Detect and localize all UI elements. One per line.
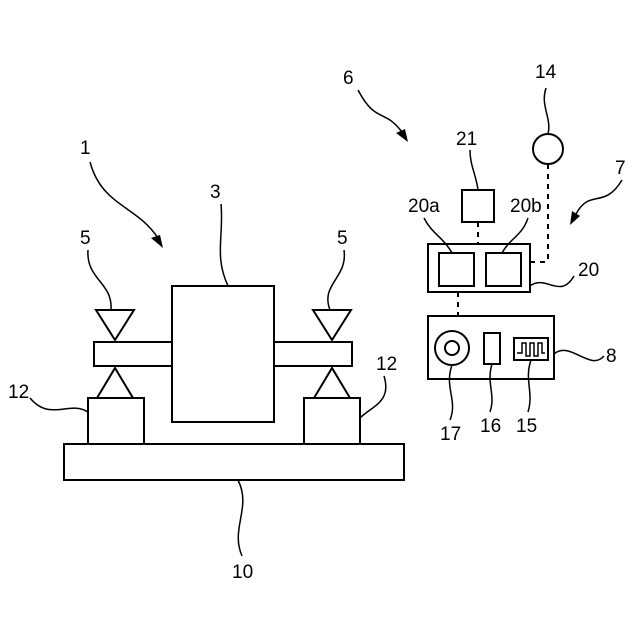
label-20: 20 xyxy=(578,260,599,281)
label-14: 14 xyxy=(535,62,557,83)
label-10: 10 xyxy=(232,562,253,583)
leader-21 xyxy=(470,150,478,190)
base-plate xyxy=(64,444,404,480)
bearing-upper-right xyxy=(313,310,351,340)
device-21-box xyxy=(462,190,494,222)
leader-12-left xyxy=(30,398,88,412)
knob-inner xyxy=(445,341,459,355)
label-3: 3 xyxy=(210,182,221,203)
label-8: 8 xyxy=(606,346,617,367)
leader-5-right xyxy=(328,250,345,310)
arrowhead-7 xyxy=(570,211,580,225)
controller-module-b xyxy=(486,253,521,286)
bearing-lower-left xyxy=(97,368,133,398)
leader-12-right xyxy=(360,376,386,418)
machine-assembly xyxy=(64,286,404,480)
label-12-left: 12 xyxy=(8,382,29,403)
leader-7 xyxy=(576,180,622,214)
control-system xyxy=(428,134,563,379)
bearing-upper-left xyxy=(96,310,134,340)
leader-8 xyxy=(554,350,604,360)
label-5-left: 5 xyxy=(80,228,91,249)
controller-module-a xyxy=(439,253,474,286)
central-body xyxy=(172,286,274,422)
support-block-right xyxy=(304,398,360,444)
leader-14 xyxy=(544,88,549,134)
label-16: 16 xyxy=(480,416,501,437)
label-21: 21 xyxy=(456,129,477,150)
label-20b: 20b xyxy=(510,196,542,217)
leader-1 xyxy=(90,162,158,238)
label-20a: 20a xyxy=(408,196,440,217)
unit-slot-16 xyxy=(484,333,500,364)
sensor-circle xyxy=(533,134,563,164)
label-17: 17 xyxy=(440,424,461,445)
arrowhead-6 xyxy=(396,129,408,142)
waveform-display xyxy=(514,338,548,360)
label-12-right: 12 xyxy=(376,354,397,375)
bearing-lower-right xyxy=(314,368,350,398)
label-15: 15 xyxy=(516,416,537,437)
label-6: 6 xyxy=(343,68,354,89)
leader-10 xyxy=(238,480,243,556)
leader-3 xyxy=(220,204,228,286)
leader-5-left xyxy=(88,250,111,310)
support-block-left xyxy=(88,398,144,444)
leader-20 xyxy=(530,276,574,287)
label-7: 7 xyxy=(615,158,626,179)
leader-6 xyxy=(358,90,402,132)
label-5-right: 5 xyxy=(337,228,348,249)
label-1: 1 xyxy=(80,138,91,159)
arrowhead-1 xyxy=(151,235,163,248)
